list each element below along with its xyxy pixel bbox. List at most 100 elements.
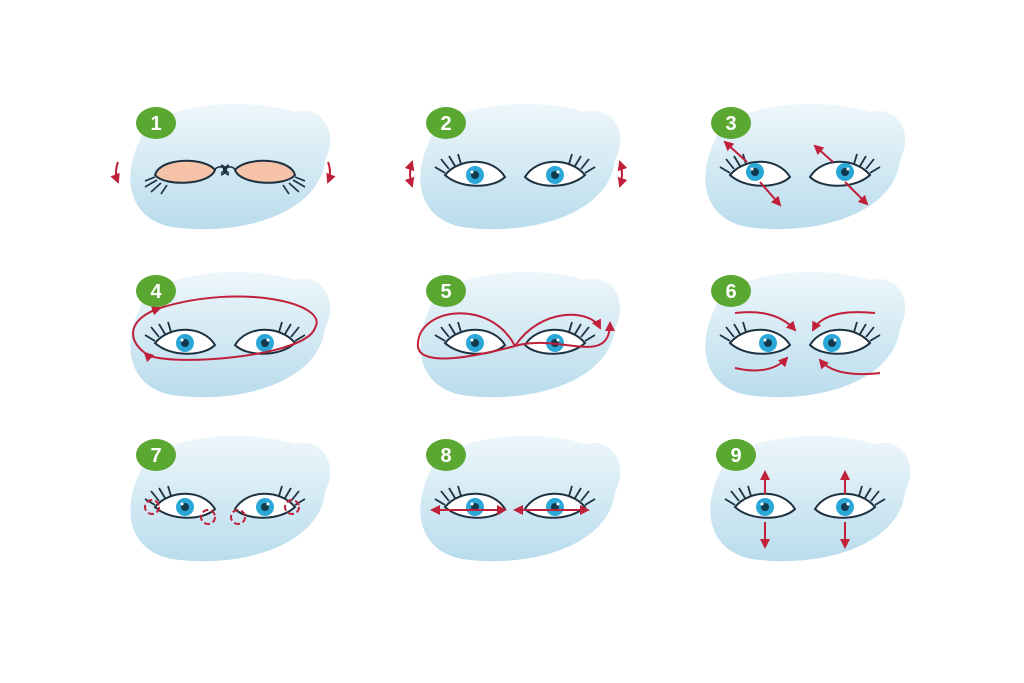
- eyelashes-icon: [434, 321, 462, 342]
- eye-glint: [266, 338, 270, 342]
- open-eye: [813, 485, 886, 519]
- background-blob: [420, 435, 621, 562]
- eyelashes-icon: [568, 485, 596, 506]
- step-number: 8: [440, 445, 451, 467]
- open-eye: [523, 321, 596, 355]
- massage-circle: [284, 499, 300, 515]
- step-number: 6: [725, 281, 736, 303]
- step-number-badge: 8: [426, 439, 466, 471]
- background-blob: [130, 435, 331, 562]
- step-number-badge: 9: [716, 439, 756, 471]
- direction-arrow: [734, 311, 797, 332]
- direction-arrow: [723, 140, 748, 163]
- step-number-badge: 6: [711, 275, 751, 307]
- direction-arrow: [132, 305, 162, 354]
- badge-circle: [711, 275, 751, 307]
- open-eye: [523, 485, 596, 519]
- direction-arrow: [818, 358, 881, 376]
- exercise-panel-1: 1: [110, 103, 336, 230]
- badge-circle: [711, 107, 751, 139]
- background-blob: [705, 103, 906, 230]
- exercise-panel-4: 4: [130, 271, 331, 398]
- step-number: 3: [725, 113, 736, 135]
- eyelashes-icon: [853, 153, 881, 174]
- direction-arrow: [844, 181, 869, 206]
- eyelashes-icon: [568, 321, 596, 342]
- background-blob: [710, 435, 911, 562]
- direction-arrow: [514, 313, 601, 347]
- step-number-badge: 2: [426, 107, 466, 139]
- open-eye: [233, 485, 306, 519]
- step-number-badge: 7: [136, 439, 176, 471]
- eyelashes-icon: [278, 321, 306, 342]
- eyelid: [153, 159, 217, 184]
- eye-glint: [846, 502, 850, 506]
- direction-arrow: [143, 295, 318, 363]
- background-blob: [705, 271, 906, 398]
- badge-circle: [716, 439, 756, 471]
- step-number: 7: [150, 445, 161, 467]
- direction-arrow: [617, 160, 628, 188]
- eye-glint: [846, 167, 850, 171]
- closed-eye: [223, 159, 306, 195]
- eyelashes-icon: [858, 485, 886, 506]
- exercise-panel-7: 7: [130, 435, 331, 562]
- step-number: 5: [440, 281, 451, 303]
- direction-arrow: [812, 311, 876, 332]
- eye-glint: [180, 502, 184, 506]
- step-number: 9: [730, 445, 741, 467]
- eyelashes-icon: [144, 485, 172, 506]
- open-eye: [724, 485, 797, 519]
- badge-circle: [136, 275, 176, 307]
- direction-arrow: [404, 160, 415, 188]
- direction-arrow: [110, 161, 120, 184]
- open-eye: [144, 321, 217, 355]
- open-eye: [719, 321, 792, 355]
- closed-eye: [144, 159, 227, 195]
- step-number-badge: 4: [136, 275, 176, 307]
- eye-glint: [556, 502, 560, 506]
- eyelashes-icon: [144, 176, 168, 195]
- eye-glint: [266, 502, 270, 506]
- brow-curl: [223, 164, 236, 176]
- exercise-panel-9: 9: [710, 435, 911, 562]
- step-number: 4: [150, 281, 162, 303]
- open-eye: [434, 153, 507, 187]
- eye-glint: [470, 170, 474, 174]
- massage-circle: [230, 509, 246, 525]
- eyelashes-icon: [724, 485, 752, 506]
- eye-glint: [750, 167, 754, 171]
- eyelashes-icon: [144, 321, 172, 342]
- badge-circle: [136, 439, 176, 471]
- eyelashes-icon: [434, 485, 462, 506]
- direction-arrow: [813, 144, 834, 163]
- eye-glint: [470, 338, 474, 342]
- eyelashes-icon: [853, 321, 881, 342]
- open-eye: [719, 153, 792, 187]
- eye-glint: [763, 338, 767, 342]
- step-number: 2: [440, 113, 451, 135]
- background-blob: [420, 271, 621, 398]
- exercise-panel-3: 3: [705, 103, 906, 230]
- exercise-panel-6: 6: [705, 271, 906, 398]
- background-blob: [420, 103, 621, 230]
- exercise-panel-2: 2: [404, 103, 628, 230]
- badge-circle: [136, 107, 176, 139]
- open-eye: [808, 153, 881, 187]
- step-number-badge: 3: [711, 107, 751, 139]
- open-eye: [523, 153, 596, 187]
- eye-glint: [180, 338, 184, 342]
- step-number-badge: 1: [136, 107, 176, 139]
- eyelashes-icon: [434, 153, 462, 174]
- open-eye: [144, 485, 217, 519]
- eyelashes-icon: [278, 485, 306, 506]
- badge-circle: [426, 107, 466, 139]
- eyelashes-icon: [282, 176, 306, 195]
- eye-glint: [760, 502, 764, 506]
- direction-arrow: [759, 181, 782, 207]
- badge-circle: [426, 439, 466, 471]
- exercise-panel-8: 8: [420, 435, 621, 562]
- eye-glint: [556, 338, 560, 342]
- eye-glint: [833, 338, 837, 342]
